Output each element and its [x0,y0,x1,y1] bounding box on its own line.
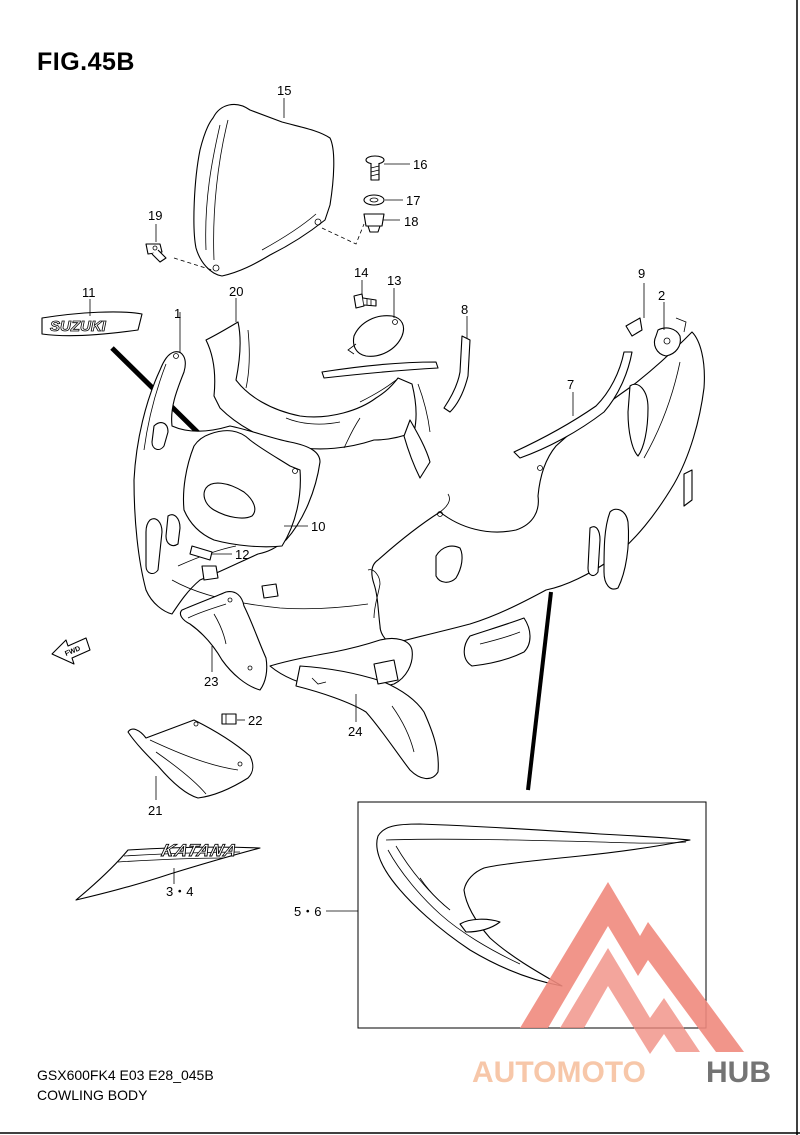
model-code: GSX600FK4 E03 E28_045B [37,1067,214,1083]
callout-18: 18 [404,214,418,229]
part-12-clip [189,545,279,599]
automotohub-watermark: AUTOMOTO HUB [472,882,771,1089]
part-24-side-panel [295,659,439,780]
callout-12: 12 [235,547,249,562]
callout-10: 10 [311,519,325,534]
callout-20: 20 [229,284,243,299]
part-7-strip [513,351,633,459]
callout-21: 21 [148,803,162,818]
callout-7: 7 [567,377,574,392]
callout-22: 22 [248,713,262,728]
part-13-bracket [347,315,405,357]
part-15-windscreen [193,103,335,277]
callout-16: 16 [413,157,427,172]
callout-13: 13 [387,273,401,288]
part-21-lower-panel [127,719,254,799]
part-14-bolt [353,293,377,309]
callout-15: 15 [277,83,291,98]
part-17-washer [363,194,385,206]
section-title: COWLING BODY [37,1087,148,1103]
callout-3-4: 3・4 [166,884,193,899]
part-23-under-panel [179,591,268,691]
callout-23: 23 [204,674,218,689]
part-22-clip [221,713,237,725]
callout-19: 19 [148,208,162,223]
callout-8: 8 [461,302,468,317]
callout-9: 9 [638,266,645,281]
part-3-4-decal [75,846,261,901]
figure-title: FIG.45B [37,48,135,76]
katana-decal-text: KATANA [160,840,240,860]
watermark-text-automoto: AUTOMOTO [472,1056,646,1089]
part-5-6-katana-decal: KATANA [159,823,691,987]
part-10-side-panel [182,430,301,548]
watermark-text-hub: HUB [706,1056,771,1089]
part-main-right-cowling [367,331,705,645]
callout-1: 1 [174,306,181,321]
pointer-arrow-inset [526,591,553,791]
part-11-suzuki-emblem: SUZUKI [41,311,143,337]
fwd-arrow-icon: FWD [51,637,91,665]
part-2-bracket [653,317,687,357]
callout-24: 24 [348,724,362,739]
callout-5-6: 5・6 [294,904,321,919]
part-16-screw [365,155,385,181]
part-18-nut [363,213,385,233]
callout-17: 17 [406,193,420,208]
part-19-screw [145,243,167,263]
part-9-bracket [625,317,643,337]
part-8-trim [321,335,471,479]
callout-2: 2 [658,288,665,303]
callout-11: 11 [82,285,96,300]
callout-14: 14 [354,265,368,280]
suzuki-emblem-text: SUZUKI [50,318,107,335]
